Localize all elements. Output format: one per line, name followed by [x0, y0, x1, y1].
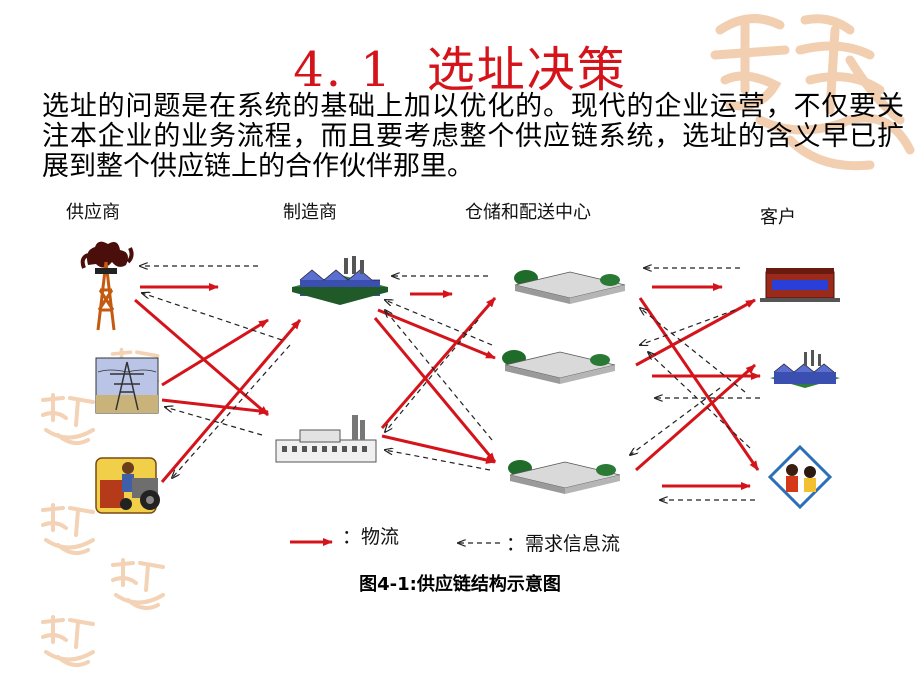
title-text: 选址决策 — [426, 42, 627, 98]
watermark-seal-3 — [111, 558, 165, 611]
flow-arrow — [134, 298, 269, 417]
label-supplier: 供应商 — [66, 202, 120, 223]
farmer-tractor-icon — [95, 457, 160, 514]
info-arrow — [630, 387, 721, 455]
figure-caption: 图4-1:供应链结构示意图 — [359, 574, 561, 595]
flow-arrow — [161, 398, 269, 415]
label-customer: 客户 — [760, 207, 796, 228]
oil-well-icon — [80, 241, 134, 331]
info-arrow — [172, 344, 291, 478]
watermark-seal-4 — [41, 615, 95, 668]
info-arrow — [142, 293, 283, 341]
label-warehouse: 仓储和配送中心 — [465, 202, 591, 223]
info-arrow — [385, 450, 491, 471]
flow-arrow — [373, 317, 497, 463]
factory-icon-top — [292, 256, 388, 305]
watermark-large — [710, 14, 915, 171]
info-arrow — [640, 309, 736, 345]
info-arrow — [385, 300, 493, 346]
warehouse-icon-2 — [502, 350, 616, 384]
people-icon — [767, 444, 833, 510]
legend-info-flow: ：需求信息流 — [506, 533, 621, 555]
info-arrow — [648, 352, 751, 449]
flow-arrow — [161, 318, 269, 387]
flow-arrow — [381, 434, 496, 464]
flow-arrow — [377, 308, 496, 360]
info-arrow — [165, 407, 263, 436]
info-arrow — [385, 310, 493, 441]
flow-arrow — [635, 298, 756, 367]
intro-paragraph: 选址的问题是在系统的基础上加以优化的。现代的企业运营，不仅要关注本企业的业务流程… — [42, 91, 904, 182]
info-arrow — [640, 308, 746, 393]
page-title: 4. 1 选址决策 — [0, 30, 920, 100]
label-manufacturer: 制造商 — [283, 202, 337, 223]
watermark-seal-1 — [41, 393, 95, 446]
info-arrow — [385, 319, 479, 432]
store-icon — [760, 268, 840, 302]
warehouse-icon-3 — [508, 460, 621, 494]
flow-arrow — [160, 319, 302, 483]
factory-icon-bottom — [275, 415, 377, 463]
warehouse-icon-1 — [514, 270, 626, 304]
flow-arrow — [380, 297, 497, 429]
customer-factory-icon — [770, 350, 840, 388]
title-number: 4. 1 — [293, 42, 393, 98]
watermark-seal-2 — [41, 503, 95, 556]
legend-material-flow: ：物流 — [342, 526, 400, 548]
flow-arrow — [635, 363, 756, 472]
flow-arrow — [638, 297, 760, 471]
power-tower-icon — [95, 357, 159, 414]
